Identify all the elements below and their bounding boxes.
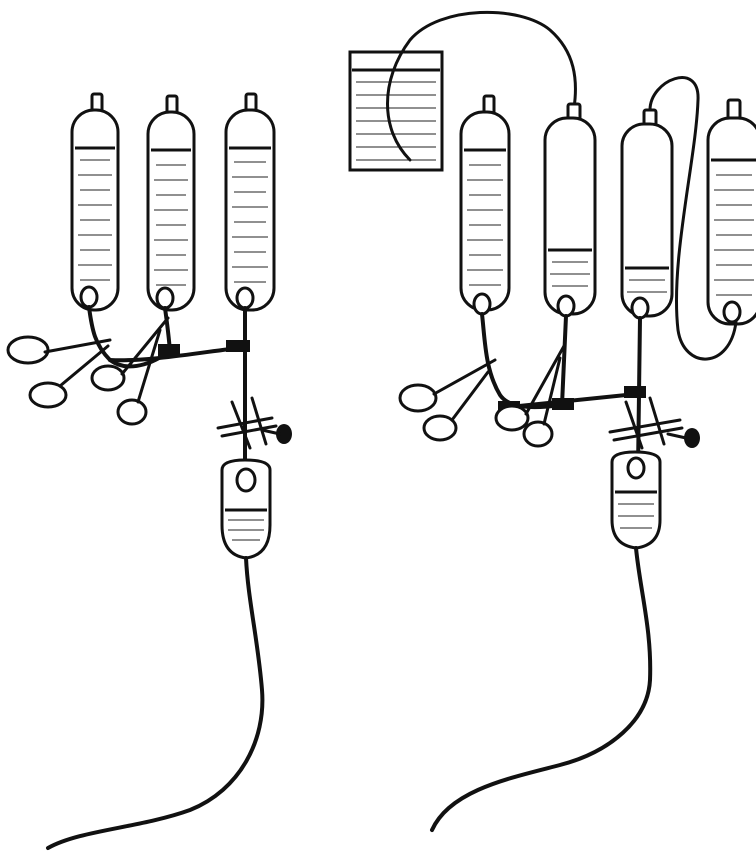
right-outlet-tube: [432, 548, 650, 830]
left-bag-2: [148, 96, 194, 310]
connector-icon: [158, 344, 180, 356]
connector-icon: [552, 398, 574, 410]
right-tubing: [482, 314, 646, 470]
right-scissors-clamp-1: [400, 360, 495, 440]
left-outlet-tube: [48, 558, 262, 848]
left-roller-clamp: [218, 398, 292, 448]
right-reservoir: [350, 52, 442, 170]
left-bag-3: [226, 94, 274, 310]
right-bag-3: [622, 110, 672, 318]
left-scissors-clamp-2: [92, 318, 168, 424]
right-bag-2: [545, 104, 595, 316]
left-panel: [8, 94, 292, 848]
right-bag-4: [708, 100, 756, 324]
left-bag-1: [72, 94, 118, 310]
left-drip-chamber: [222, 460, 270, 558]
right-drip-chamber: [612, 452, 660, 548]
right-panel: [350, 12, 756, 830]
right-scissors-clamp-2: [496, 346, 564, 446]
connector-icon: [624, 386, 646, 398]
right-bag-1: [461, 96, 509, 314]
right-roller-clamp: [610, 398, 700, 448]
connector-icon: [226, 340, 250, 352]
